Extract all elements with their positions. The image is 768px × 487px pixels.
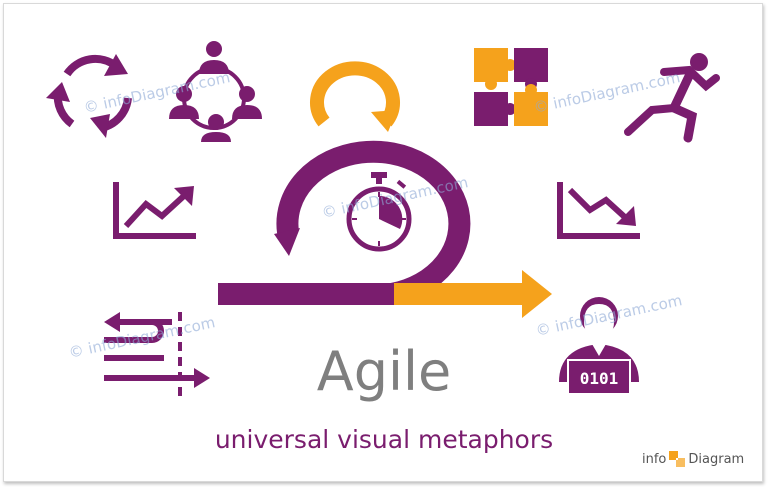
puzzle-icon [474,48,548,126]
brand-text-right: Diagram [688,451,745,467]
trend-up-icon [113,182,196,239]
cycle-arrows-icon [46,54,132,138]
loop-arrow-icon [310,61,400,132]
runner-icon [624,53,720,143]
brand-text-left: info [642,451,667,467]
stopwatch-icon [346,172,412,252]
sprint-cycle-icon [218,140,552,318]
icon-canvas: 0101 [46,41,720,400]
developer-icon: 0101 [559,297,639,395]
brand-logo: info Diagram [642,448,744,470]
trend-down-icon [557,182,640,239]
chip-text: 0101 [580,369,619,388]
brand-mark-icon [669,451,686,467]
slide: 0101 © infoDiagram.com © infoDiagram.com… [3,3,763,482]
team-network-icon [169,41,262,142]
slide-title: Agile [316,340,452,403]
split-arrows-icon [104,312,210,400]
slide-subtitle: universal visual metaphors [214,425,554,454]
